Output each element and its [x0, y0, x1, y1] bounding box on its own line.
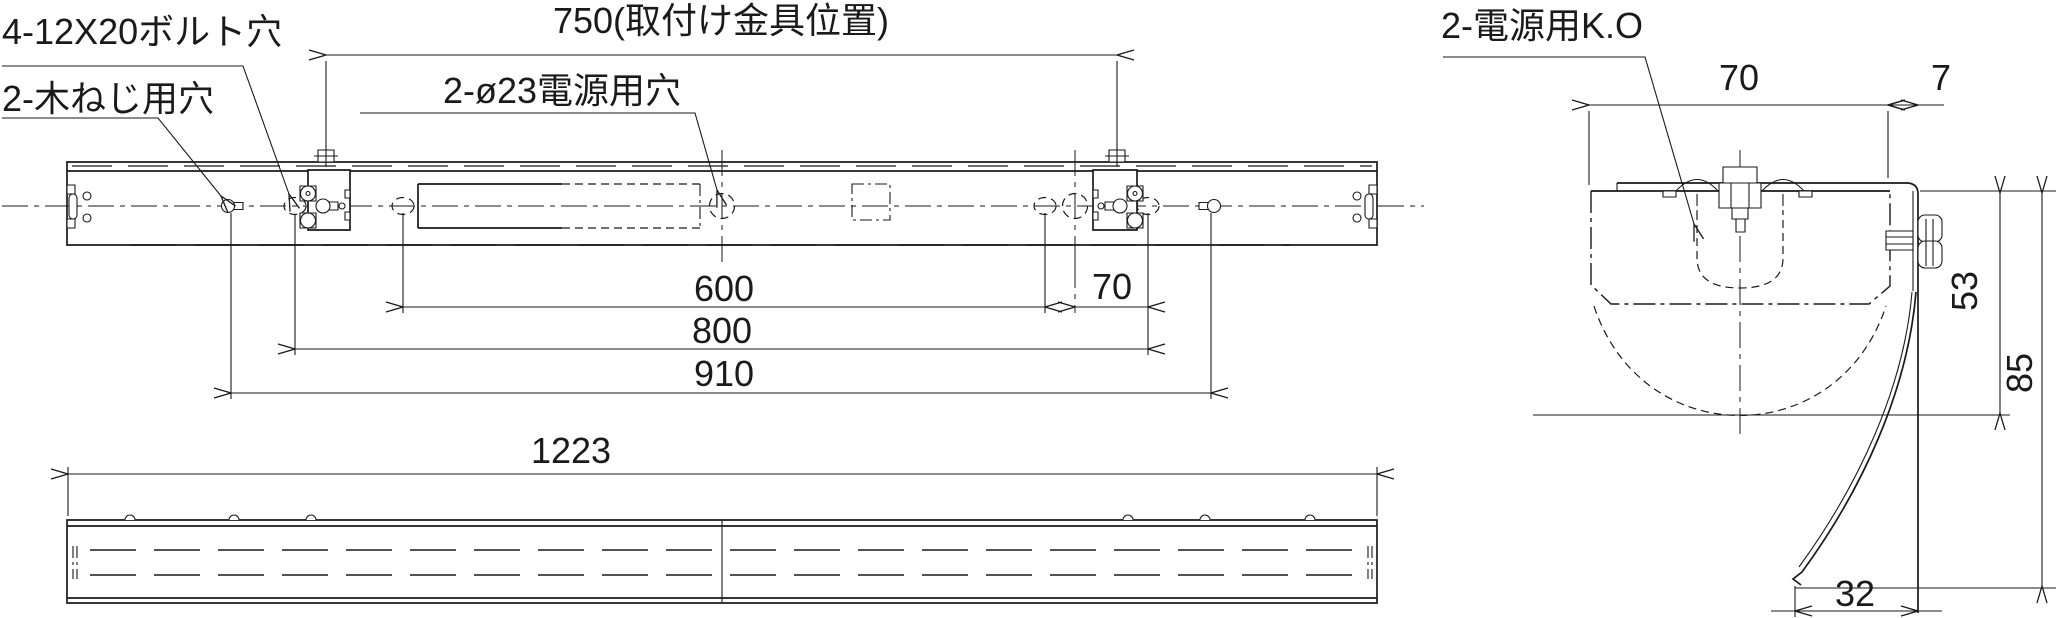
mounting-bolt — [1676, 150, 1804, 440]
dim-70-plan: 70 — [1092, 266, 1132, 307]
dim-750-label: 750(取付け金具位置) — [553, 0, 889, 41]
plan-dimensions: 750(取付け金具位置) 4-12X20ボルト穴 2-木ねじ用穴 2-ø23電源… — [2, 0, 1211, 399]
plan-right-end — [1353, 185, 1377, 228]
mounting-bracket-right — [1093, 145, 1143, 230]
leader-knockout — [1443, 57, 1694, 224]
dim-53: 53 — [1944, 271, 1985, 311]
dim-85: 85 — [1999, 353, 2040, 393]
plan-view — [2, 145, 1424, 262]
wing-bolt — [1886, 215, 1942, 268]
dim-910: 910 — [694, 353, 754, 394]
dim-7: 7 — [1931, 57, 1951, 98]
mounting-plate — [1617, 183, 1918, 613]
leader-wood-screw — [2, 118, 221, 196]
front-view: 1223 — [67, 430, 1377, 603]
leader-bolt-holes — [2, 66, 289, 194]
label-power-knockout: 2-電源用K.O — [1441, 5, 1643, 46]
dim-600: 600 — [694, 268, 754, 309]
dim-800: 800 — [692, 310, 752, 351]
plan-left-end — [67, 185, 91, 228]
side-view: 2-電源用K.O 70 7 53 85 32 — [1441, 5, 2056, 617]
dim-1223: 1223 — [531, 430, 611, 471]
wood-screw-keyhole-left — [222, 200, 244, 213]
knockout-square — [852, 184, 890, 220]
reflector-curve — [1793, 292, 1916, 585]
leader-power-holes — [360, 113, 717, 190]
dim-32: 32 — [1835, 573, 1875, 614]
label-power-holes: 2-ø23電源用穴 — [443, 70, 681, 111]
wood-screw-keyhole-right — [1199, 200, 1221, 213]
dim-70-side: 70 — [1719, 57, 1759, 98]
label-bolt-holes: 4-12X20ボルト穴 — [2, 11, 282, 52]
mounting-bracket-left — [300, 145, 350, 230]
label-wood-screw-holes: 2-木ねじ用穴 — [2, 78, 214, 119]
screw-bumps — [125, 515, 1315, 520]
